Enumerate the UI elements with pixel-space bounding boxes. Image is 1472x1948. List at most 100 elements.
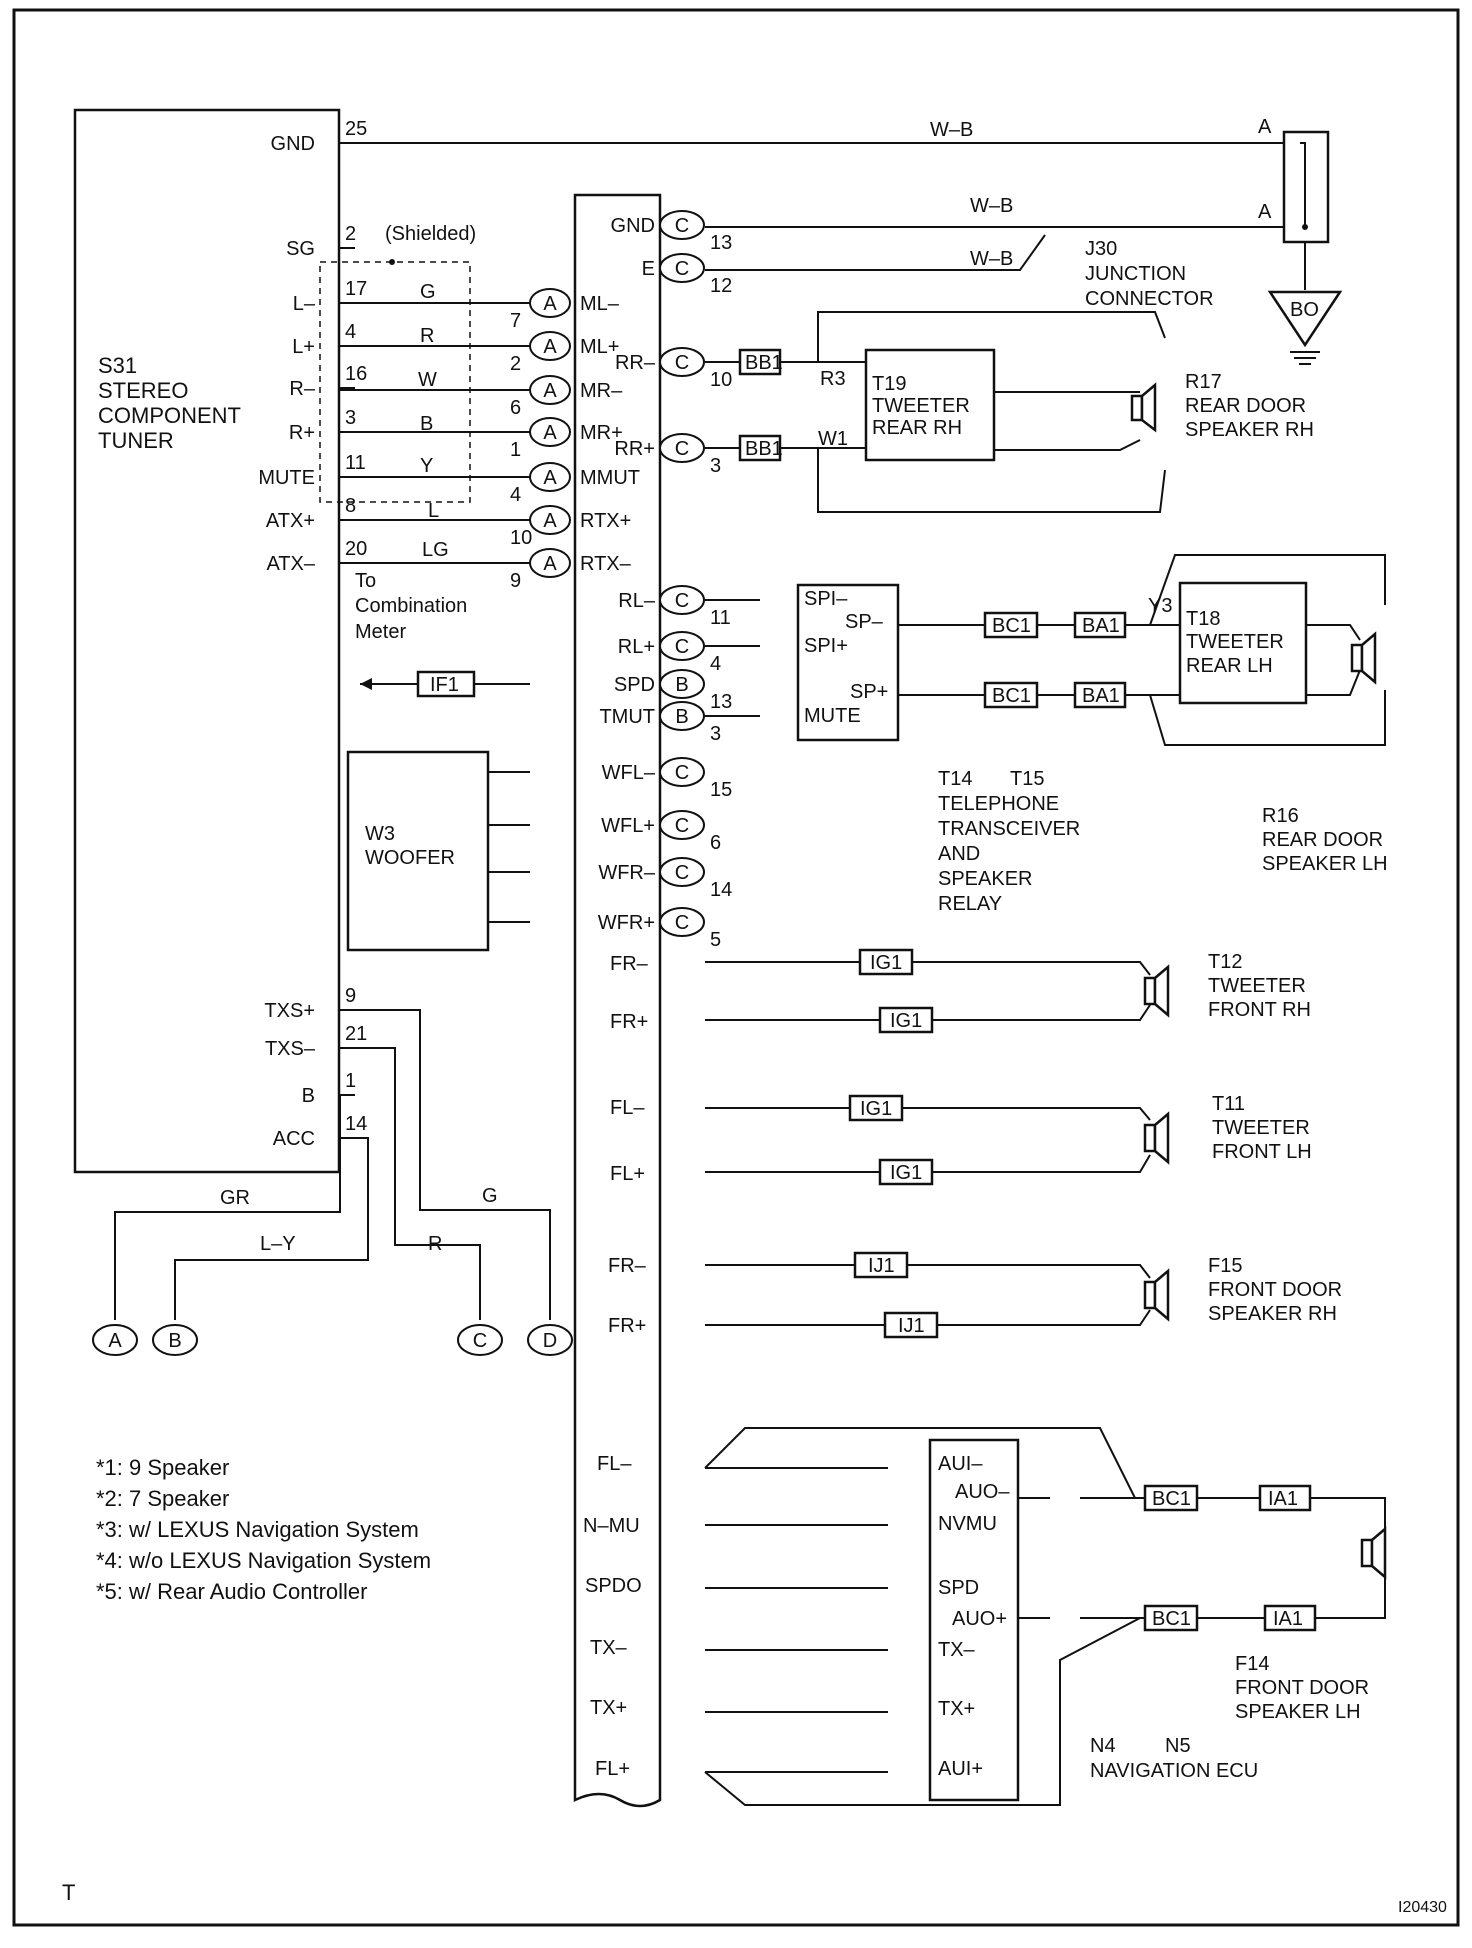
svg-text:C: C bbox=[675, 862, 689, 884]
svg-text:B: B bbox=[420, 413, 433, 435]
svg-text:G: G bbox=[482, 1185, 498, 1207]
front-speaker-wiring: IG1 IG1 IG1 IG1 IJ1 IJ1 bbox=[705, 948, 1170, 1339]
svg-text:FRONT DOOR: FRONT DOOR bbox=[1235, 1677, 1369, 1699]
svg-text:S31: S31 bbox=[98, 353, 137, 378]
tuner-pin-label: GND bbox=[271, 133, 315, 155]
bo-ground bbox=[1267, 290, 1343, 348]
svg-text:SPEAKER RH: SPEAKER RH bbox=[1185, 419, 1314, 441]
svg-text:FR+: FR+ bbox=[608, 1315, 646, 1337]
amp-pin-label: WFL– bbox=[602, 762, 656, 784]
tuner-pin-label: TXS+ bbox=[264, 1000, 315, 1022]
tuner-pin-label: ATX+ bbox=[266, 510, 315, 532]
connector-badge: C3 bbox=[659, 433, 721, 477]
svg-text:IG1: IG1 bbox=[860, 1098, 892, 1120]
r16-speaker-icon bbox=[1360, 631, 1377, 685]
svg-text:NAVIGATION ECU: NAVIGATION ECU bbox=[1090, 1760, 1258, 1782]
svg-text:REAR DOOR: REAR DOOR bbox=[1185, 395, 1306, 417]
front-pin-labels: FR– FR+ FL– FL+ FR– FR+ bbox=[608, 953, 649, 1337]
svg-text:TX+: TX+ bbox=[590, 1697, 627, 1719]
svg-text:AND: AND bbox=[938, 843, 980, 865]
r17-label: R17 REAR DOOR SPEAKER RH bbox=[1185, 371, 1314, 441]
svg-text:*5: w/ Rear Audio Controller: *5: w/ Rear Audio Controller bbox=[96, 1579, 367, 1604]
svg-text:TX+: TX+ bbox=[938, 1698, 975, 1720]
t11-speaker-icon bbox=[1153, 1111, 1170, 1165]
t14-relay bbox=[796, 583, 900, 742]
svg-text:SPEAKER: SPEAKER bbox=[938, 868, 1032, 890]
amp-left-connectors: C13C12A7A2A6A1A4A10A9C10C3C11C4B13B3C15C… bbox=[510, 210, 732, 951]
nav-pin-labels: AUI– AUO– NVMU SPD AUO+ TX– TX+ AUI+ bbox=[938, 1453, 1010, 1780]
amp-pin-label: ML+ bbox=[580, 336, 619, 358]
w3-woofer bbox=[346, 750, 490, 952]
f14-label: F14 FRONT DOOR SPEAKER LH bbox=[1235, 1653, 1369, 1723]
spd-wiring: IF1 bbox=[360, 670, 530, 698]
tuner-pin-number: 1 bbox=[345, 1070, 356, 1092]
amp-pin-label: TMUT bbox=[599, 706, 655, 728]
svg-text:C: C bbox=[675, 815, 689, 837]
amp-pin-number: 6 bbox=[710, 832, 721, 854]
amp-pin-label: RL– bbox=[618, 590, 656, 612]
svg-text:REAR RH: REAR RH bbox=[872, 417, 962, 439]
svg-text:J30: J30 bbox=[1085, 238, 1117, 260]
t19-label: T19 TWEETER REAR RH bbox=[872, 373, 970, 439]
svg-text:SPI–: SPI– bbox=[804, 588, 848, 610]
tuner-pin-number: 4 bbox=[345, 321, 356, 343]
amp-pin-number: 4 bbox=[710, 653, 721, 675]
svg-text:Y: Y bbox=[420, 455, 433, 477]
svg-text:*1: 9 Speaker: *1: 9 Speaker bbox=[96, 1455, 229, 1480]
svg-text:B: B bbox=[675, 706, 688, 728]
svg-text:T15: T15 bbox=[1010, 768, 1044, 790]
connector-badge: C14 bbox=[659, 857, 732, 901]
amp-pin-label: RTX– bbox=[580, 553, 632, 575]
svg-text:R16: R16 bbox=[1262, 805, 1299, 827]
svg-text:W–B: W–B bbox=[970, 248, 1013, 270]
svg-text:C: C bbox=[675, 762, 689, 784]
t18-wiring: BC1 BA1 Y3 BC1 BA1 bbox=[705, 554, 1386, 746]
svg-text:TX–: TX– bbox=[590, 1637, 628, 1659]
tuner-pin-number: 2 bbox=[345, 223, 356, 245]
svg-text:Combination: Combination bbox=[355, 595, 467, 617]
svg-text:A: A bbox=[543, 293, 557, 315]
connector-badge: A10 bbox=[510, 505, 571, 549]
amp-pin-label: E bbox=[642, 258, 655, 280]
svg-text:R: R bbox=[420, 325, 434, 347]
svg-text:WOOFER: WOOFER bbox=[365, 847, 455, 869]
svg-text:BC1: BC1 bbox=[1152, 1608, 1191, 1630]
svg-text:AUO–: AUO– bbox=[955, 1481, 1010, 1503]
navigation-ecu bbox=[928, 1438, 1020, 1802]
svg-text:BC1: BC1 bbox=[1152, 1488, 1191, 1510]
svg-text:AUI–: AUI– bbox=[938, 1453, 983, 1475]
tuner-pin-number: 16 bbox=[345, 363, 367, 385]
svg-text:W: W bbox=[418, 369, 437, 391]
svg-text:C: C bbox=[675, 352, 689, 374]
svg-text:N5: N5 bbox=[1165, 1735, 1191, 1757]
svg-text:TX–: TX– bbox=[938, 1639, 976, 1661]
svg-text:A: A bbox=[1258, 201, 1272, 223]
tuner-amp-wires bbox=[339, 142, 1300, 564]
svg-text:IA1: IA1 bbox=[1268, 1488, 1298, 1510]
connector-badge: A4 bbox=[510, 462, 571, 506]
combination-meter-note: To Combination Meter bbox=[355, 570, 467, 643]
r16-label: R16 REAR DOOR SPEAKER LH bbox=[1262, 805, 1388, 875]
svg-text:BA1: BA1 bbox=[1082, 685, 1120, 707]
tuner-pin-number: 11 bbox=[345, 452, 366, 474]
svg-text:JUNCTION: JUNCTION bbox=[1085, 263, 1186, 285]
t14-label: T14 T15 TELEPHONE TRANSCEIVER AND SPEAKE… bbox=[938, 768, 1080, 915]
svg-text:T18: T18 bbox=[1186, 608, 1220, 630]
amp-pin-number: 13 bbox=[710, 232, 732, 254]
amp-pin-label: WFL+ bbox=[601, 815, 655, 837]
navigation-wiring: BC1 IA1 BC1 IA1 bbox=[704, 1427, 1387, 1806]
svg-text:T11: T11 bbox=[1212, 1093, 1245, 1115]
svg-text:IG1: IG1 bbox=[870, 952, 902, 974]
amp-pin-number: 9 bbox=[510, 570, 521, 592]
svg-text:T19: T19 bbox=[872, 373, 906, 395]
tuner-pin-number: 14 bbox=[345, 1113, 367, 1135]
svg-text:A: A bbox=[543, 467, 557, 489]
svg-text:AUI+: AUI+ bbox=[938, 1758, 983, 1780]
svg-text:SPD: SPD bbox=[938, 1577, 979, 1599]
svg-text:COMPONENT: COMPONENT bbox=[98, 403, 241, 428]
svg-text:SPDO: SPDO bbox=[585, 1575, 642, 1597]
t18-tweeter bbox=[1178, 581, 1308, 705]
tuner-pin-label: ACC bbox=[273, 1128, 315, 1150]
f15-label: F15 FRONT DOOR SPEAKER RH bbox=[1208, 1255, 1342, 1325]
